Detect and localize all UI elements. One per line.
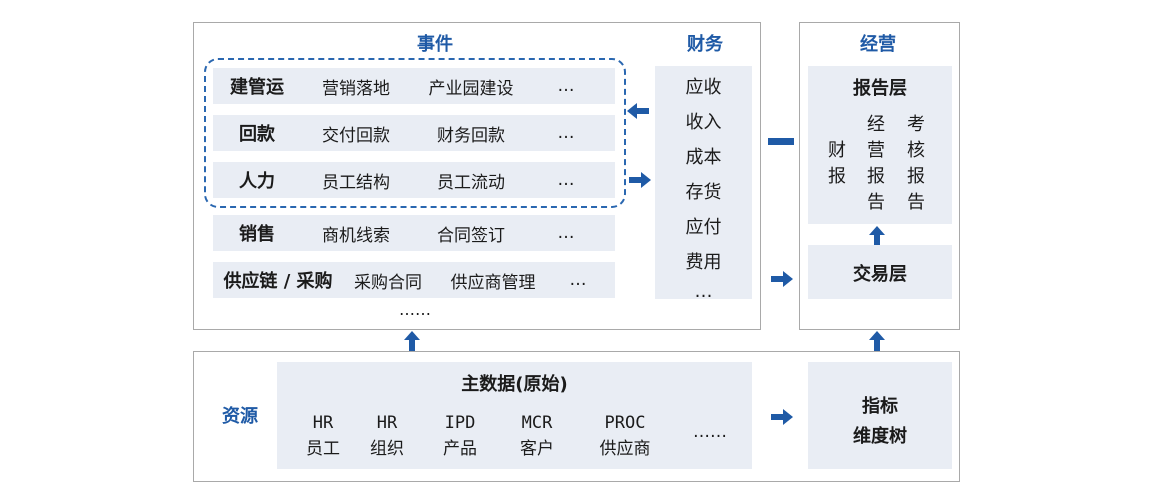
master-data-code: HR [376, 413, 398, 433]
finance-item: 成本 [685, 147, 722, 168]
transaction-layer-box: 交易层 [808, 245, 952, 299]
report-char: 考 [907, 114, 925, 135]
report-char: 营 [867, 140, 885, 161]
arrow-up-icon [404, 331, 420, 351]
report-layer-title: 报告层 [853, 78, 907, 99]
master-data-code: HR [312, 413, 334, 433]
more-indicator: … [557, 123, 575, 143]
arrow-right-icon [629, 172, 651, 188]
event-item: 财务回款 [437, 125, 505, 146]
event-panel-title: 事件 [417, 34, 453, 55]
report-char: 财 [828, 140, 846, 161]
event-item: 交付回款 [322, 125, 390, 146]
master-data-name: 客户 [520, 439, 554, 459]
event-row: 销售 商机线索 合同签订 … [213, 215, 615, 251]
master-data-name: 产品 [443, 439, 477, 459]
event-row: 回款 交付回款 财务回款 … [213, 115, 615, 151]
event-item: 商机线索 [322, 225, 390, 246]
more-rows-indicator: …… [399, 300, 431, 319]
event-item: 采购合同 [354, 272, 422, 293]
event-category: 建管运 [230, 77, 284, 98]
event-category: 人力 [239, 171, 275, 192]
report-char: 告 [867, 192, 885, 213]
indicator-label: 指标 [862, 396, 898, 417]
report-char: 报 [907, 166, 925, 187]
dash-connector [768, 138, 794, 145]
master-data-item: IPD 产品 [432, 410, 488, 462]
event-item: 合同签订 [437, 225, 505, 246]
master-data-code: MCR [521, 413, 553, 433]
event-group-outline [204, 58, 626, 208]
indicator-box: 指标 维度树 [808, 362, 952, 469]
master-data-item: MCR 客户 [509, 410, 565, 462]
master-data-code: PROC [604, 413, 646, 433]
master-data-item: HR 员工 [295, 410, 351, 462]
event-row: 供应链 / 采购 采购合同 供应商管理 … [213, 262, 615, 298]
report-column: 经 营 报 告 [867, 112, 885, 216]
arrow-up-icon [869, 226, 885, 246]
more-indicator: … [557, 76, 575, 96]
arrow-left-icon [627, 103, 649, 119]
master-data-code: IPD [444, 413, 476, 433]
finance-item: 费用 [685, 252, 722, 273]
master-data-item: PROC 供应商 [587, 410, 663, 462]
event-row: 建管运 营销落地 产业园建设 … [213, 68, 615, 104]
event-item: 供应商管理 [450, 272, 536, 293]
event-row: 人力 员工结构 员工流动 … [213, 162, 615, 198]
finance-item: … [694, 281, 713, 302]
master-data-box: 主数据(原始) HR 员工 HR 组织 IPD 产品 MCR 客户 PROC 供… [277, 362, 752, 469]
finance-box: 应收 收入 成本 存货 应付 费用 … [655, 66, 752, 302]
event-category: 销售 [239, 224, 275, 245]
master-data-title: 主数据(原始) [461, 374, 568, 395]
event-item: 营销落地 [322, 78, 390, 99]
master-data-name: 供应商 [599, 439, 651, 459]
finance-item: 应付 [685, 217, 722, 238]
operation-panel-title: 经营 [860, 34, 896, 55]
event-category: 供应链 / 采购 [223, 271, 333, 292]
finance-item: 收入 [685, 112, 722, 133]
more-indicator: …… [693, 422, 727, 442]
event-item: 员工结构 [322, 172, 390, 193]
report-column: 考 核 报 告 [907, 112, 925, 216]
more-indicator: … [557, 170, 575, 190]
report-char: 经 [867, 114, 885, 135]
event-item: 产业园建设 [428, 78, 514, 99]
report-layer-box: 报告层 财 报 经 营 报 告 考 核 报 告 [808, 66, 952, 224]
arrow-up-icon [869, 331, 885, 351]
report-char: 告 [907, 192, 925, 213]
report-char: 报 [867, 166, 885, 187]
report-char: 报 [828, 166, 846, 187]
finance-title: 财务 [687, 34, 723, 55]
arrow-right-icon [771, 271, 793, 287]
finance-item: 应收 [685, 77, 722, 98]
event-item: 员工流动 [437, 172, 505, 193]
transaction-layer-title: 交易层 [853, 264, 907, 285]
event-category: 回款 [239, 124, 275, 145]
finance-item: 存货 [685, 182, 722, 203]
dimension-tree-label: 维度树 [853, 426, 907, 447]
more-indicator: … [569, 270, 587, 290]
more-indicator: … [557, 223, 575, 243]
arrow-right-icon [771, 409, 793, 425]
master-data-name: 组织 [370, 439, 404, 459]
report-char: 核 [907, 140, 925, 161]
report-column: 财 报 [828, 138, 846, 190]
master-data-item: HR 组织 [359, 410, 415, 462]
master-data-name: 员工 [306, 439, 340, 459]
resource-panel-title: 资源 [222, 406, 258, 427]
